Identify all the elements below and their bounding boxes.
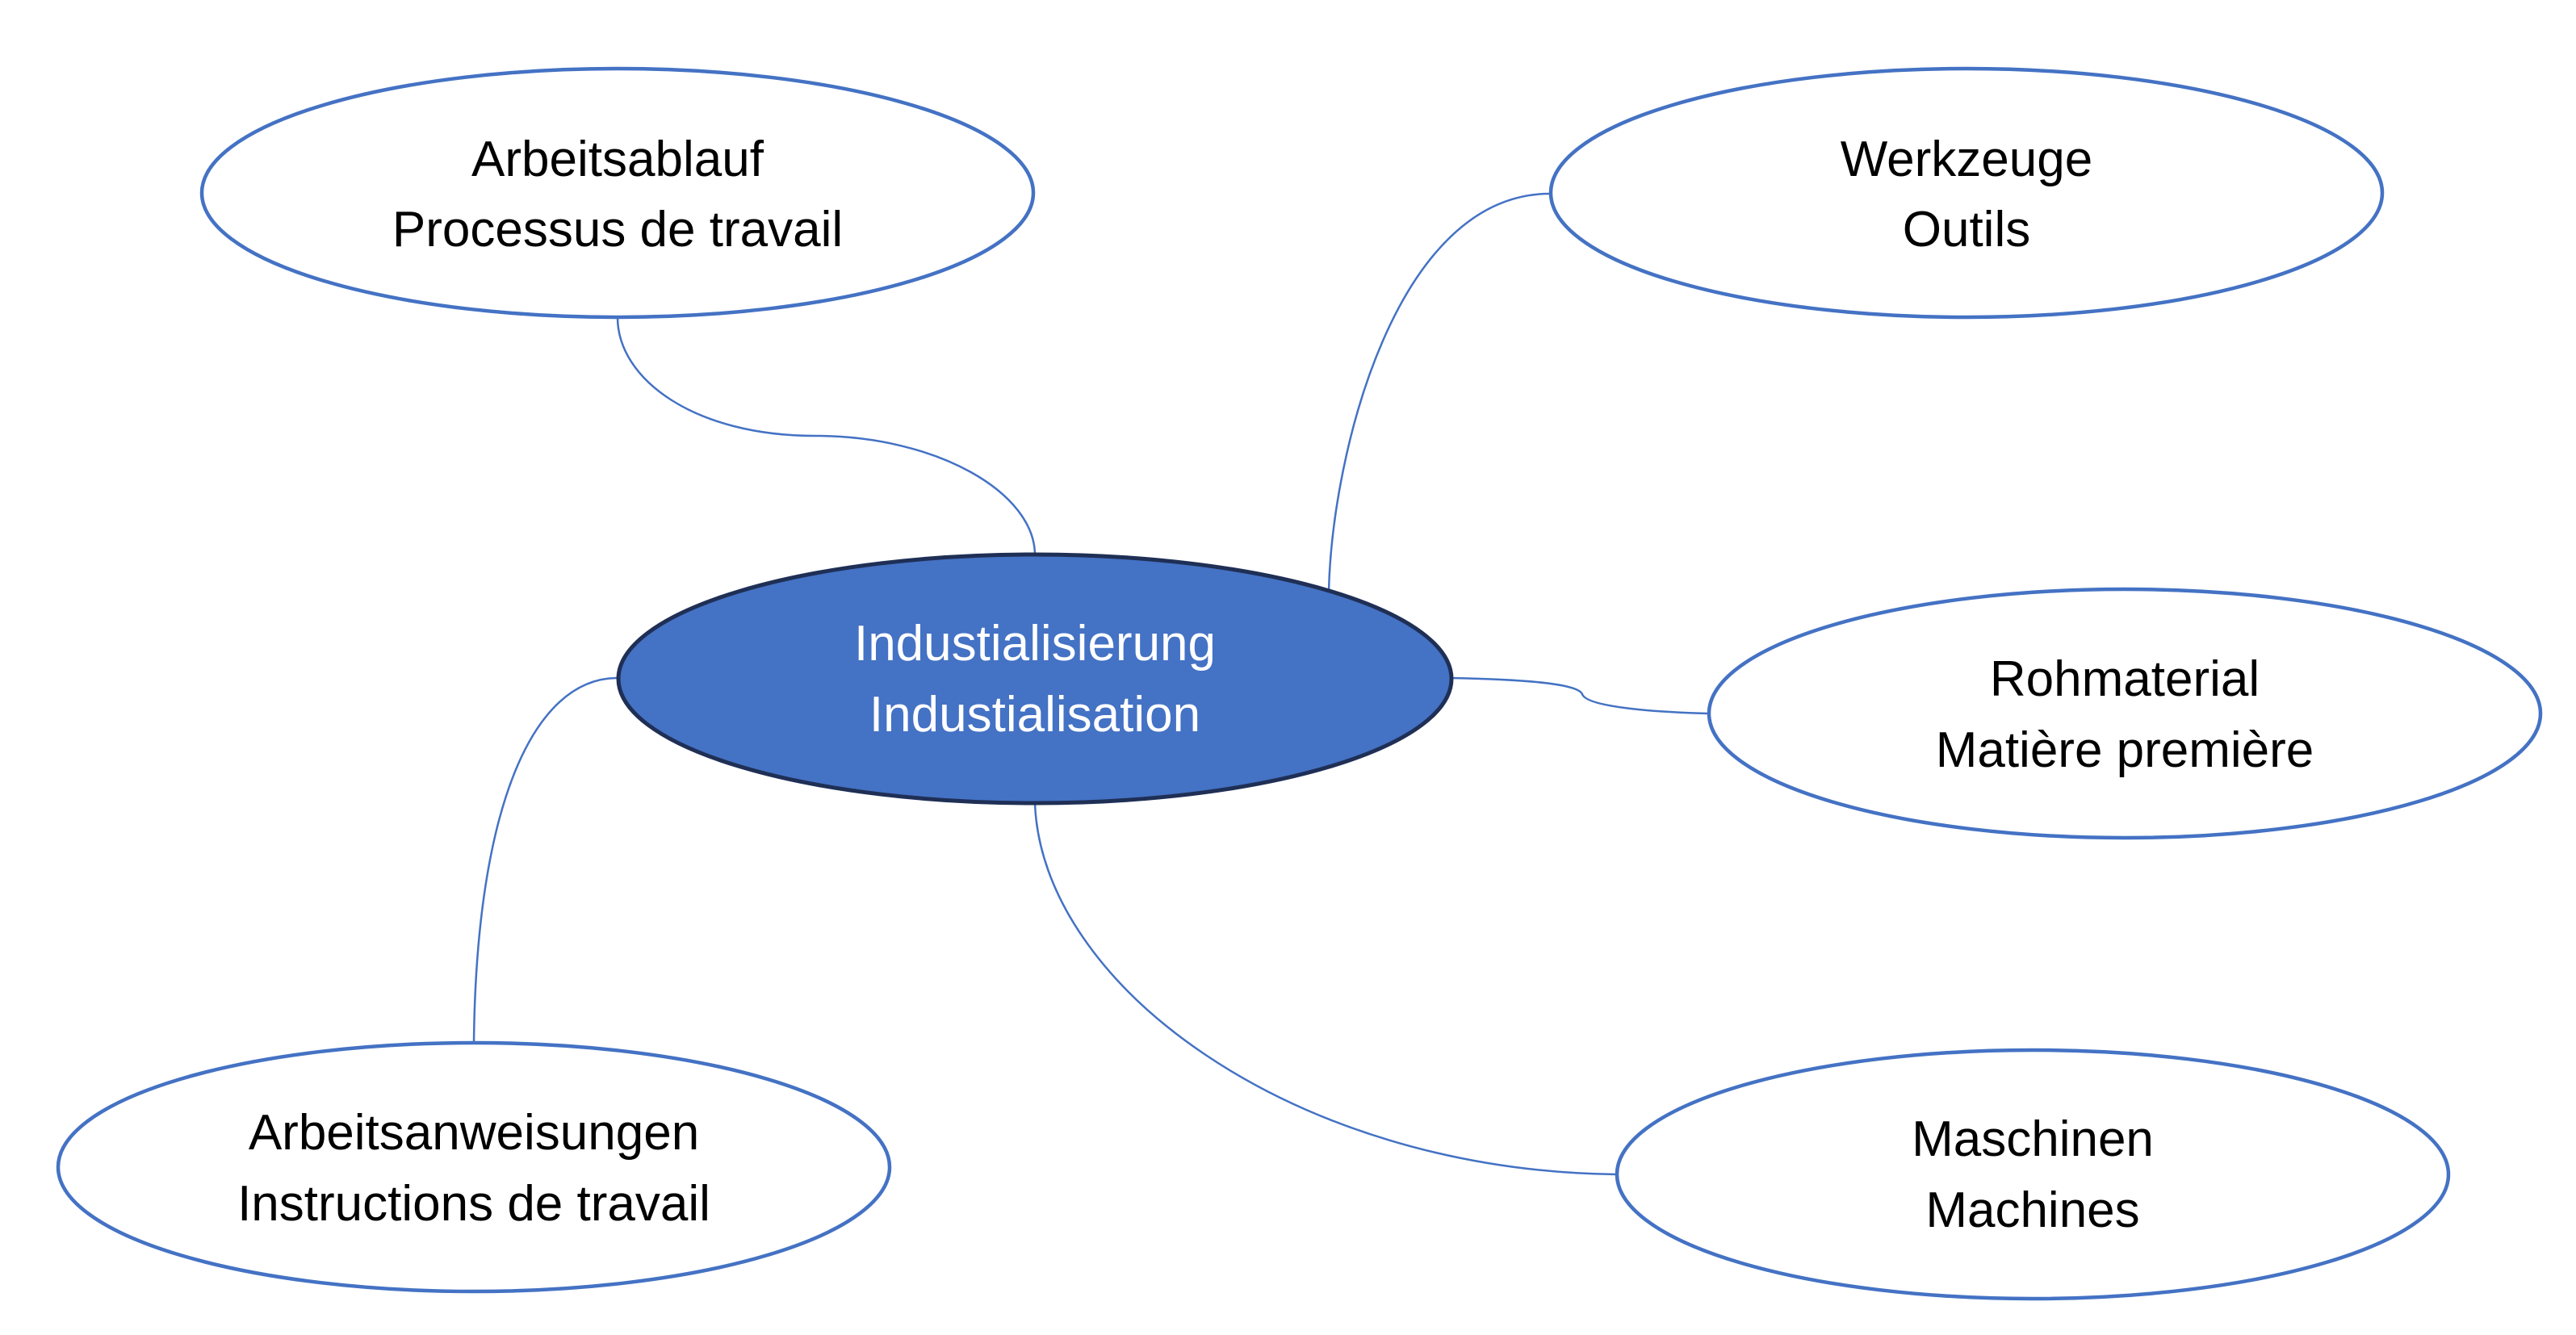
connector-arbeitsablauf xyxy=(616,316,1037,556)
node-rohmaterial-label-de: Rohmaterial xyxy=(1990,651,2260,707)
node-rohmaterial-label-fr: Matière première xyxy=(1936,722,2314,778)
node-maschinen-shape xyxy=(1615,1048,2451,1301)
node-rohmaterial-shape xyxy=(1707,587,2543,840)
center-node-label-de: Industialisierung xyxy=(854,616,1216,672)
node-arbeitsablauf-shape xyxy=(199,66,1036,320)
node-werkzeuge-label-de: Werkzeuge xyxy=(1841,132,2092,187)
center-node-label-fr: Industialisation xyxy=(869,687,1200,743)
connector-werkzeuge xyxy=(1327,192,1551,592)
node-arbeitsablauf[interactable]: Arbeitsablauf Processus de travail xyxy=(199,66,1036,320)
node-rohmaterial[interactable]: Rohmaterial Matière première xyxy=(1707,587,2543,840)
node-arbeitsanweisungen-label-de: Arbeitsanweisungen xyxy=(249,1105,699,1161)
node-arbeitsablauf-label-fr: Processus de travail xyxy=(392,202,843,257)
center-node[interactable]: Industialisierung Industialisation xyxy=(616,552,1454,806)
connectors xyxy=(472,192,1709,1176)
node-arbeitsanweisungen[interactable]: Arbeitsanweisungen Instructions de trava… xyxy=(56,1040,892,1294)
node-arbeitsanweisungen-shape xyxy=(56,1040,892,1294)
node-arbeitsablauf-label-de: Arbeitsablauf xyxy=(471,132,764,187)
node-maschinen-label-de: Maschinen xyxy=(1912,1111,2154,1167)
node-werkzeuge-label-fr: Outils xyxy=(1903,202,2030,257)
node-maschinen-label-fr: Machines xyxy=(1925,1182,2139,1238)
center-node-shape xyxy=(616,552,1454,806)
connector-arbeitsanweisungen xyxy=(472,676,618,1044)
node-maschinen[interactable]: Maschinen Machines xyxy=(1615,1048,2451,1301)
node-werkzeuge-shape xyxy=(1548,66,2385,320)
connector-maschinen xyxy=(1033,802,1617,1176)
connector-rohmaterial xyxy=(1451,676,1709,715)
node-werkzeuge[interactable]: Werkzeuge Outils xyxy=(1548,66,2385,320)
node-arbeitsanweisungen-label-fr: Instructions de travail xyxy=(237,1176,710,1232)
